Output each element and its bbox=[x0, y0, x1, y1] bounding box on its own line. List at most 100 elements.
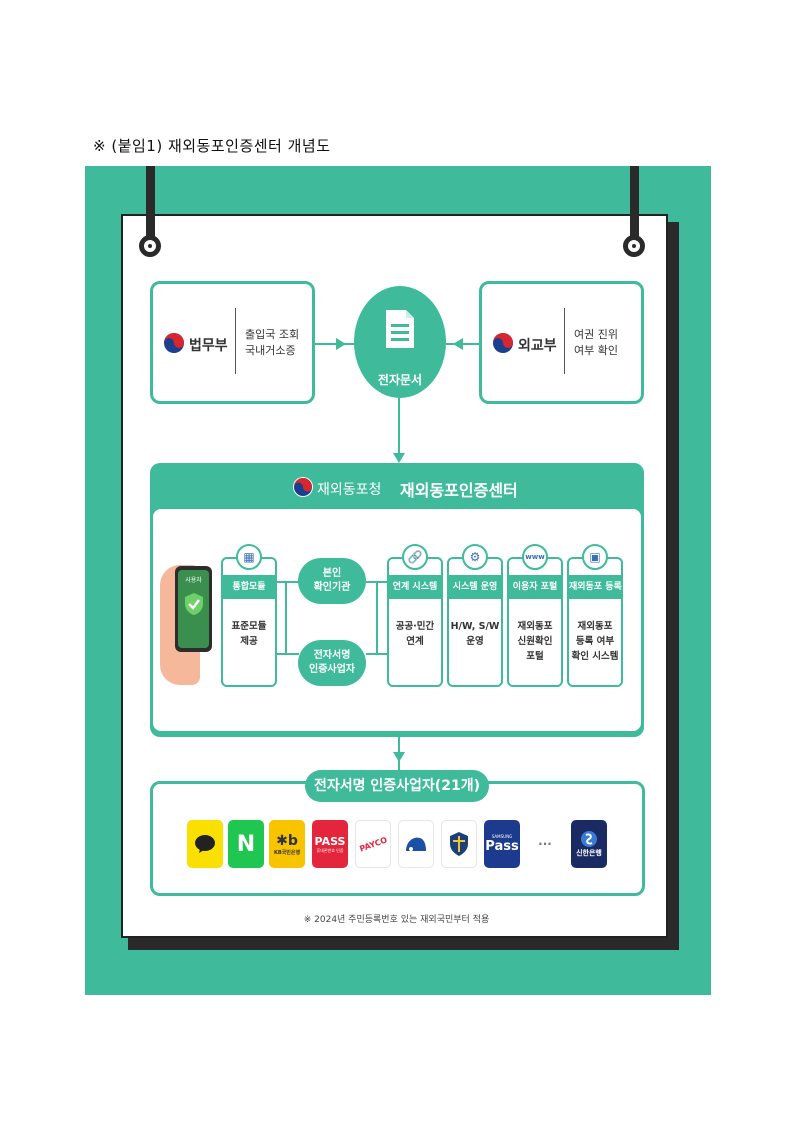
module-title: 연계 시스템 bbox=[389, 575, 441, 599]
ministry-foreign-name: 외교부 bbox=[518, 338, 557, 354]
user-label: 사용자 bbox=[185, 577, 202, 584]
module-desc: 표준모듈 제공 bbox=[223, 619, 275, 649]
connector bbox=[277, 653, 299, 655]
pass-logo: PASS 휴대폰번호 인증 bbox=[312, 820, 348, 868]
shinhan-label: 신한은행 bbox=[576, 849, 602, 857]
desc-line: 여부 확인 bbox=[574, 344, 618, 357]
kb-mark: ✱b bbox=[276, 832, 298, 849]
desc-line: 연계 bbox=[406, 636, 424, 647]
phone: 사용자 bbox=[175, 566, 212, 652]
module-title: 재외동포 등록 bbox=[569, 575, 622, 599]
kakao-logo bbox=[187, 820, 223, 868]
pill-line: 인증사업자 bbox=[309, 664, 355, 675]
payco-logo: PAYCO bbox=[355, 820, 391, 868]
module-link-system: 🔗 연계 시스템 공공·민간 연계 bbox=[387, 544, 443, 687]
module-desc: 재외동포 등록 여부 확인 시스템 bbox=[569, 619, 621, 664]
arrow-down-icon bbox=[393, 453, 405, 463]
connector bbox=[285, 581, 287, 655]
desc-line: 표준모듈 bbox=[231, 621, 267, 632]
toss-logo bbox=[398, 820, 434, 868]
desc-line: 재외동포 bbox=[517, 621, 553, 632]
edoc-label: 전자문서 bbox=[377, 373, 423, 387]
module-registration: ▣ 재외동포 등록 재외동포 등록 여부 확인 시스템 bbox=[567, 544, 623, 687]
gear-icon: ⚙ bbox=[462, 544, 488, 570]
module-desc: H/W, S/W 운영 bbox=[449, 619, 501, 649]
edoc-circle: 전자문서 bbox=[354, 286, 446, 398]
naver-logo: N bbox=[228, 820, 264, 868]
shinhan-logo: 신한은행 bbox=[571, 820, 607, 868]
hanger-left bbox=[146, 166, 155, 246]
shinhan-mark-icon bbox=[581, 831, 597, 847]
desc-line: 포털 bbox=[526, 651, 544, 662]
speech-bubble-icon bbox=[195, 835, 215, 853]
taegeuk-icon bbox=[493, 333, 513, 353]
taegeuk-icon bbox=[293, 477, 313, 497]
desc-line: 신원확인 bbox=[517, 636, 553, 647]
divider bbox=[235, 308, 236, 374]
desc-line: 운영 bbox=[466, 636, 484, 647]
page-caption: ※ (붙임1) 재외동포인증센터 개념도 bbox=[93, 137, 331, 155]
grid-icon: ▦ bbox=[236, 544, 262, 570]
ministry-justice-desc: 출입국 조회 국내거소증 bbox=[245, 327, 299, 359]
arrow-right-icon bbox=[336, 338, 346, 350]
kb-logo: ✱b KB국민은행 bbox=[269, 820, 305, 868]
samsung-pass-label: Pass bbox=[485, 839, 519, 854]
providers-title: 전자서명 인증사업자(21개) bbox=[305, 770, 489, 802]
desc-line: 확인 시스템 bbox=[571, 651, 619, 662]
hook-right bbox=[623, 235, 645, 257]
hanger-right bbox=[630, 166, 639, 246]
shield-emblem-icon bbox=[450, 832, 468, 856]
module-user-portal: www 이용자 포털 재외동포 신원확인 포털 bbox=[507, 544, 563, 687]
shield-check-icon bbox=[185, 593, 203, 615]
module-title: 이용자 포털 bbox=[509, 575, 561, 599]
cap-icon bbox=[406, 837, 426, 851]
connector-left bbox=[315, 343, 355, 345]
kb-label: KB국민은행 bbox=[273, 849, 301, 856]
pill-line: 확인기관 bbox=[313, 582, 351, 593]
module-desc: 재외동포 신원확인 포털 bbox=[509, 619, 561, 664]
payco-label: PAYCO bbox=[357, 834, 389, 854]
link-icon: 🔗 bbox=[402, 544, 428, 570]
ministry-foreign-box: 외교부 여권 진위 여부 확인 bbox=[479, 281, 644, 404]
pass-label: PASS bbox=[314, 834, 346, 848]
document-icon bbox=[386, 310, 414, 348]
pass-sub: 휴대폰번호 인증 bbox=[316, 847, 344, 853]
divider bbox=[564, 308, 565, 374]
pill-line: 전자서명 bbox=[313, 650, 351, 661]
module-integrated: ▦ 통합모듈 표준모듈 제공 bbox=[221, 544, 277, 687]
module-desc: 공공·민간 연계 bbox=[389, 619, 441, 649]
ministry-foreign-desc: 여권 진위 여부 확인 bbox=[574, 327, 618, 359]
module-title: 시스템 운영 bbox=[449, 575, 501, 599]
agency-name: 재외동포청 bbox=[317, 482, 382, 498]
desc-line: 등록 여부 bbox=[575, 636, 615, 647]
hook-left bbox=[139, 235, 161, 257]
connector-down-1 bbox=[398, 398, 400, 460]
pill-identity-agency: 본인 확인기관 bbox=[298, 558, 366, 604]
pill-line: 본인 bbox=[322, 568, 342, 579]
ellipsis-icon: ··· bbox=[527, 820, 563, 868]
desc-line: 제공 bbox=[240, 636, 258, 647]
ministry-justice-name: 법무부 bbox=[189, 338, 228, 354]
center-header bbox=[150, 463, 644, 507]
module-title: 통합모듈 bbox=[223, 575, 275, 599]
arrow-left-icon bbox=[453, 338, 463, 350]
desc-line: 여권 진위 bbox=[574, 328, 618, 341]
id-card-icon: ▣ bbox=[582, 544, 608, 570]
emblem-logo bbox=[441, 820, 477, 868]
desc-line: 출입국 조회 bbox=[245, 328, 300, 341]
desc-line: 공공·민간 bbox=[395, 621, 435, 632]
samsung-sub: SAMSUNG bbox=[491, 834, 513, 839]
desc-line: H/W, S/W bbox=[450, 621, 500, 632]
footnote: ※ 2024년 주민등록번호 있는 재외국민부터 적용 bbox=[303, 915, 490, 925]
ministry-justice-box: 법무부 출입국 조회 국내거소증 bbox=[150, 281, 315, 404]
taegeuk-icon bbox=[164, 333, 184, 353]
connector bbox=[376, 581, 378, 655]
center-title: 재외동포인증센터 bbox=[400, 481, 518, 500]
module-system-ops: ⚙ 시스템 운영 H/W, S/W 운영 bbox=[447, 544, 503, 687]
desc-line: 국내거소증 bbox=[245, 344, 296, 357]
arrow-down-icon bbox=[393, 752, 405, 762]
desc-line: 재외동포 bbox=[577, 621, 613, 632]
pill-signature-provider: 전자서명 인증사업자 bbox=[298, 640, 366, 686]
connector bbox=[277, 581, 299, 583]
globe-icon: www bbox=[522, 544, 548, 570]
